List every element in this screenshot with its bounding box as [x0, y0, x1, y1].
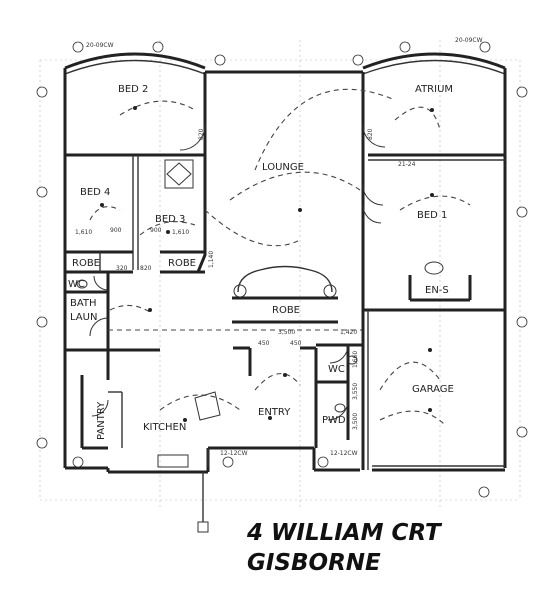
dim-atrium-door: 820	[367, 128, 374, 140]
dim-pwd-depth: 3,550	[352, 383, 359, 400]
label-bed-2: BED 2	[118, 84, 148, 95]
interior-walls	[65, 72, 505, 470]
dim-bed4-door: 900	[110, 227, 122, 234]
label-ensuite: EN-S	[425, 285, 449, 296]
label-powder-room: PWD	[322, 415, 346, 426]
label-bed-4: BED 4	[80, 187, 110, 198]
dim-ceiling-garage: 12-12CW	[330, 450, 358, 457]
label-entry: ENTRY	[258, 407, 291, 418]
dimension-labels: 1,610 1,610 3,500 1,420 3,500 1,660 3,55…	[75, 37, 483, 457]
dim-entry-left: 450	[258, 340, 270, 347]
reference-markers	[36, 41, 528, 498]
dim-bed3-door-b: 900	[150, 227, 162, 234]
address-block: 4 WILLIAM CRT GISBORNE	[246, 520, 443, 576]
dim-ceiling-atrium: 20-09CW	[455, 37, 483, 44]
dim-bed3-door: 820	[140, 265, 152, 272]
label-pantry: PANTRY	[96, 401, 107, 440]
dim-bed2-door: 820	[198, 128, 205, 140]
label-bed-1: BED 1	[417, 210, 447, 221]
label-wc-right: WC	[328, 364, 345, 375]
dim-ceiling-bed2: 20-09CW	[86, 42, 114, 49]
outer-walls	[63, 52, 507, 474]
label-bed-3: BED 3	[155, 214, 185, 225]
fixtures	[76, 124, 444, 533]
dim-bed4-width: 1,610	[75, 229, 92, 236]
dim-lounge-right: 1,420	[340, 329, 357, 336]
label-laundry: LAUN	[70, 312, 97, 323]
dim-garage-depth: 3,500	[352, 413, 359, 430]
label-lounge: LOUNGE	[262, 162, 304, 173]
address-suburb: GISBORNE	[247, 550, 381, 576]
room-labels: BED 2 ATRIUM LOUNGE BED 4 BED 3 BED 1 RO…	[68, 84, 454, 440]
dim-wc-depth: 1,660	[352, 351, 359, 368]
label-robe-bed4: ROBE	[72, 258, 100, 269]
dim-lounge-mid: 3,500	[278, 329, 295, 336]
dim-lounge-side: 1,140	[208, 251, 215, 268]
electrical-wiring	[89, 88, 471, 426]
label-atrium: ATRIUM	[415, 84, 453, 95]
label-robe-bed3: ROBE	[168, 258, 196, 269]
power-points	[100, 106, 434, 422]
address-street: 4 WILLIAM CRT	[246, 520, 443, 546]
dim-bed3-width: 1,610	[172, 229, 189, 236]
dim-ceiling-entry: 12-12CW	[220, 450, 248, 457]
label-robe-center: ROBE	[272, 305, 300, 316]
dim-bed1-ref: 21-24	[398, 161, 416, 168]
construction-grid	[39, 40, 521, 510]
label-wc-left: WC	[68, 279, 85, 290]
label-kitchen: KITCHEN	[143, 422, 186, 433]
dim-robe-gap: 320	[116, 265, 128, 272]
label-bath: BATH	[70, 298, 97, 309]
dim-entry-right: 450	[290, 340, 302, 347]
label-garage: GARAGE	[412, 384, 454, 395]
